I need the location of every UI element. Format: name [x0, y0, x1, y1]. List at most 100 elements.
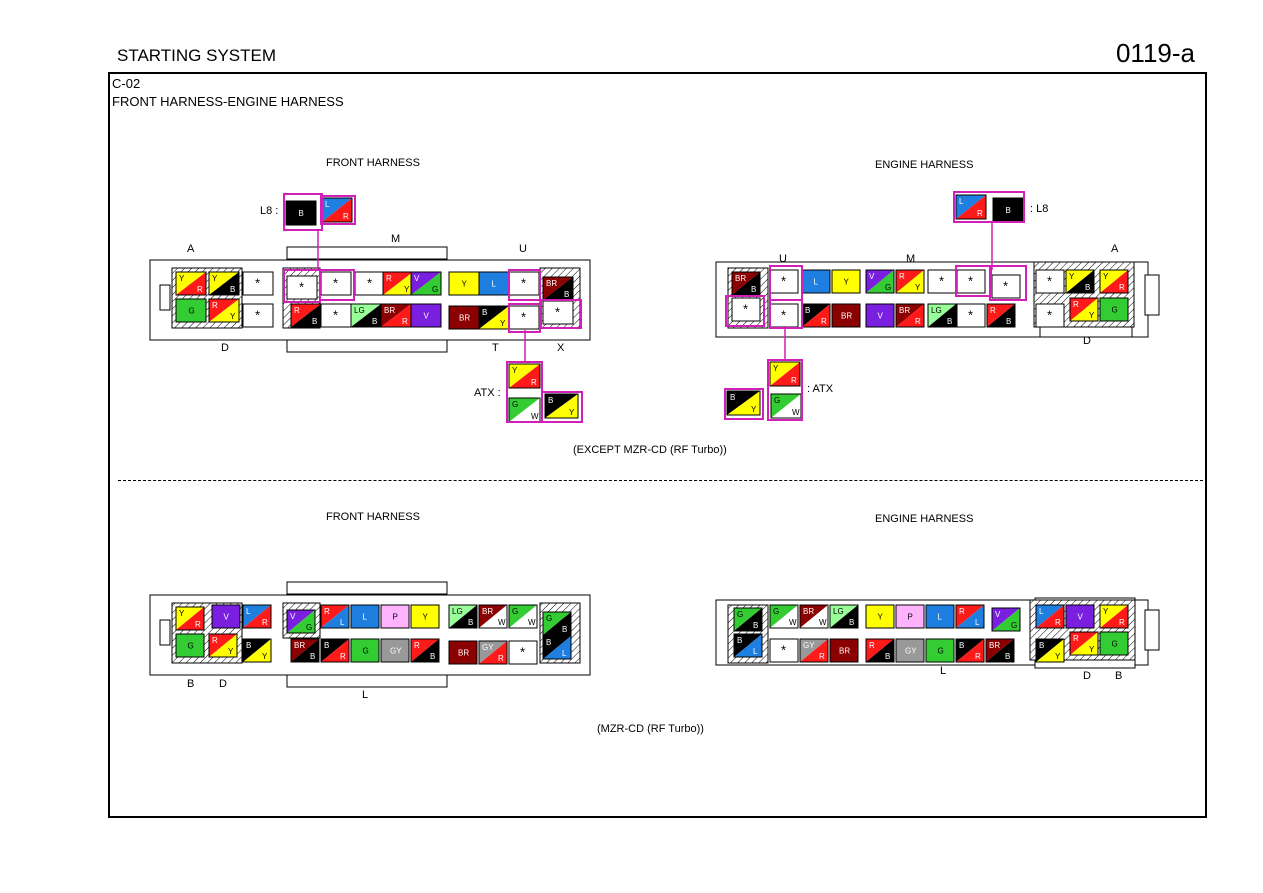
pin-label-1: GY [482, 643, 494, 652]
pin-cell: YB [208, 271, 240, 296]
pin-label: G [189, 307, 195, 316]
pin-lower [209, 634, 237, 657]
pin-empty [731, 297, 761, 322]
pin-lower [1070, 298, 1098, 321]
pin-solid [380, 638, 410, 663]
pin-lower [176, 607, 204, 630]
pin-border [1069, 297, 1099, 322]
pin-cell: LGB [448, 604, 478, 629]
pin-cell: VG [410, 271, 442, 296]
pin-lower [771, 394, 801, 418]
pin-empty [242, 303, 274, 328]
atx-label-right: : ATX [807, 383, 834, 395]
pin-cell: * [769, 303, 799, 328]
pin-cell: VG [991, 607, 1021, 632]
pin-label-2: L [562, 649, 567, 658]
l8-label-right: : L8 [1030, 203, 1049, 215]
pin-label-2: L [975, 618, 980, 627]
pin-solid [865, 604, 895, 629]
pin-label: Y [844, 278, 850, 287]
pin-cell: BRW [799, 604, 829, 629]
pin-cell: * [991, 274, 1021, 299]
cavity-letter-d-right-2: D [1083, 670, 1091, 682]
page-title: STARTING SYSTEM [117, 46, 277, 65]
pin-solid [175, 298, 207, 323]
pin-label-2: Y [500, 319, 506, 328]
pin-solid [350, 638, 380, 663]
pin-lower [866, 270, 894, 293]
pin-cell: * [320, 271, 352, 296]
pin-lower [209, 299, 239, 322]
pin-cell: Y [865, 604, 895, 629]
pin-cell: * [769, 638, 799, 663]
pin-border [991, 607, 1021, 632]
pin-label-1: LG [452, 607, 463, 616]
pin-solid [895, 638, 925, 663]
pin-label-1: V [869, 272, 875, 281]
pin-star: * [555, 305, 560, 320]
pin-cell: * [242, 303, 274, 328]
pin-border [733, 607, 763, 632]
pin-border [927, 303, 957, 328]
pin-label-1: L [246, 607, 251, 616]
pin-border [733, 633, 763, 658]
pin-star: * [521, 276, 526, 291]
pin-label-1: Y [1103, 607, 1109, 616]
pin-cell: * [508, 305, 540, 330]
pin-empty [242, 271, 274, 296]
pin-solid [992, 197, 1024, 223]
highlight-box [508, 269, 541, 301]
pin-cell: V [1065, 604, 1095, 629]
pin-lower [1100, 605, 1128, 628]
pin-label-1: L [1039, 607, 1044, 616]
pin-label-2: B [1005, 652, 1010, 661]
pin-solid [448, 640, 478, 665]
pin-lower [321, 639, 349, 662]
pin-lower [509, 605, 537, 628]
pin-label-1: G [546, 614, 552, 623]
pin-label-1: BR [899, 306, 910, 315]
pin-border [542, 635, 572, 660]
pin-label-2: R [340, 652, 346, 661]
pin-lower [956, 639, 984, 662]
pin-label-1: R [899, 272, 905, 281]
pin-cell: GW [508, 397, 541, 423]
pin-label-1: R [212, 636, 218, 645]
pin-cell: BR [831, 303, 861, 328]
pin-label: BR [841, 312, 852, 321]
pin-solid [380, 604, 410, 629]
pin-border [208, 633, 238, 658]
pin-border [1065, 269, 1095, 294]
pin-label-2: Y [915, 283, 921, 292]
cavity-letter-d-right: D [1083, 335, 1091, 347]
cavity-letter-d-2: D [219, 678, 227, 690]
pin-label-2: L [340, 618, 345, 627]
pin-label-2: G [885, 283, 891, 292]
pin-solid [831, 269, 861, 294]
pin-border [769, 361, 801, 387]
pin-label-1: BR [735, 274, 746, 283]
pin-border [955, 604, 985, 629]
pin-cell: Y [448, 271, 480, 296]
pin-empty [1035, 269, 1065, 294]
pin-cell: L [925, 604, 955, 629]
pin-label: P [908, 613, 913, 622]
pin-lower [734, 634, 762, 657]
pin-star: * [255, 308, 260, 323]
pin-label: GY [905, 647, 917, 656]
pin-cell: V [410, 303, 442, 328]
pin-label-1: B [1039, 641, 1044, 650]
pin-label-1: G [737, 610, 743, 619]
pin-border [410, 271, 442, 296]
pin-lower [411, 272, 441, 295]
pin-cell: LR [1035, 604, 1065, 629]
pin-label-2: B [1085, 283, 1090, 292]
pin-lower [986, 639, 1014, 662]
pin-label-1: R [869, 641, 875, 650]
pin-lower [322, 198, 352, 222]
pin-cell: YR [1099, 269, 1129, 294]
pin-lower [291, 639, 319, 662]
pin-label-2: B [372, 317, 377, 326]
pin-cell: * [242, 271, 274, 296]
pin-label-1: B [737, 636, 742, 645]
